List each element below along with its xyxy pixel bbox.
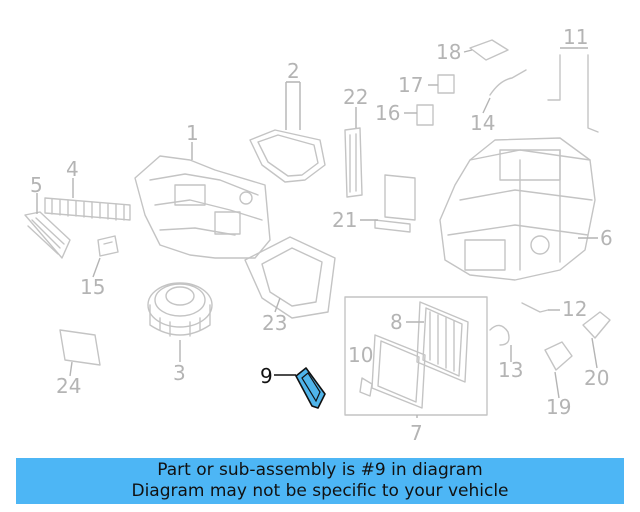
banner-line-1: Part or sub-assembly is #9 in diagram	[157, 460, 483, 480]
callout-14: 14	[470, 111, 495, 135]
part-18-actuator	[469, 39, 509, 61]
callout-19: 19	[546, 395, 571, 419]
part-4-filter	[44, 197, 131, 221]
callout-3: 3	[173, 361, 186, 385]
callout-16: 16	[375, 101, 400, 125]
part-9-highlighted	[295, 367, 326, 409]
part-17-actuator	[437, 74, 455, 94]
callout-2: 2	[287, 59, 300, 83]
callout-17: 17	[398, 73, 423, 97]
callout-24: 24	[56, 374, 81, 398]
part-14-arm	[489, 69, 527, 96]
callout-21: 21	[332, 208, 357, 232]
callout-22: 22	[343, 85, 368, 109]
callout-7: 7	[410, 421, 423, 445]
callout-4: 4	[66, 157, 79, 181]
callout-13: 13	[498, 358, 523, 382]
callout-10: 10	[348, 343, 373, 367]
callout-6: 6	[600, 226, 613, 250]
leader-lines	[36, 47, 598, 418]
callout-23: 23	[262, 311, 287, 335]
part-21-module	[374, 174, 416, 233]
part-1-hvac-housing	[134, 155, 271, 259]
info-banner: Part or sub-assembly is #9 in diagram Di…	[16, 458, 624, 504]
part-8-core	[416, 301, 469, 383]
callout-18: 18	[436, 40, 461, 64]
part-24-control-module	[59, 329, 101, 366]
part-7-assembly-box	[344, 296, 488, 416]
part-20-actuator	[582, 311, 611, 339]
part-13-hose	[489, 324, 510, 346]
callout-11: 11	[563, 25, 588, 49]
part-10-heater-core	[359, 334, 426, 409]
banner-line-2: Diagram may not be specific to your vehi…	[131, 481, 509, 501]
part-2-seal	[249, 129, 326, 183]
part-15-resistor	[97, 235, 119, 257]
part-16-actuator	[416, 104, 434, 126]
part-11-cable	[547, 54, 599, 133]
part-23-case	[244, 236, 336, 319]
part-22-insert	[344, 127, 363, 198]
part-6-hvac-unit	[439, 137, 596, 281]
callout-12: 12	[562, 297, 587, 321]
callout-5: 5	[30, 173, 43, 197]
callout-8: 8	[390, 310, 403, 334]
callout-1: 1	[186, 121, 199, 145]
part-12-sensor	[521, 302, 549, 313]
part-5-grille	[24, 211, 71, 259]
callout-9: 9	[260, 364, 273, 388]
callout-20: 20	[584, 366, 609, 390]
callout-15: 15	[80, 275, 105, 299]
part-19-actuator	[544, 341, 573, 371]
part-3-blower-motor	[147, 282, 213, 337]
